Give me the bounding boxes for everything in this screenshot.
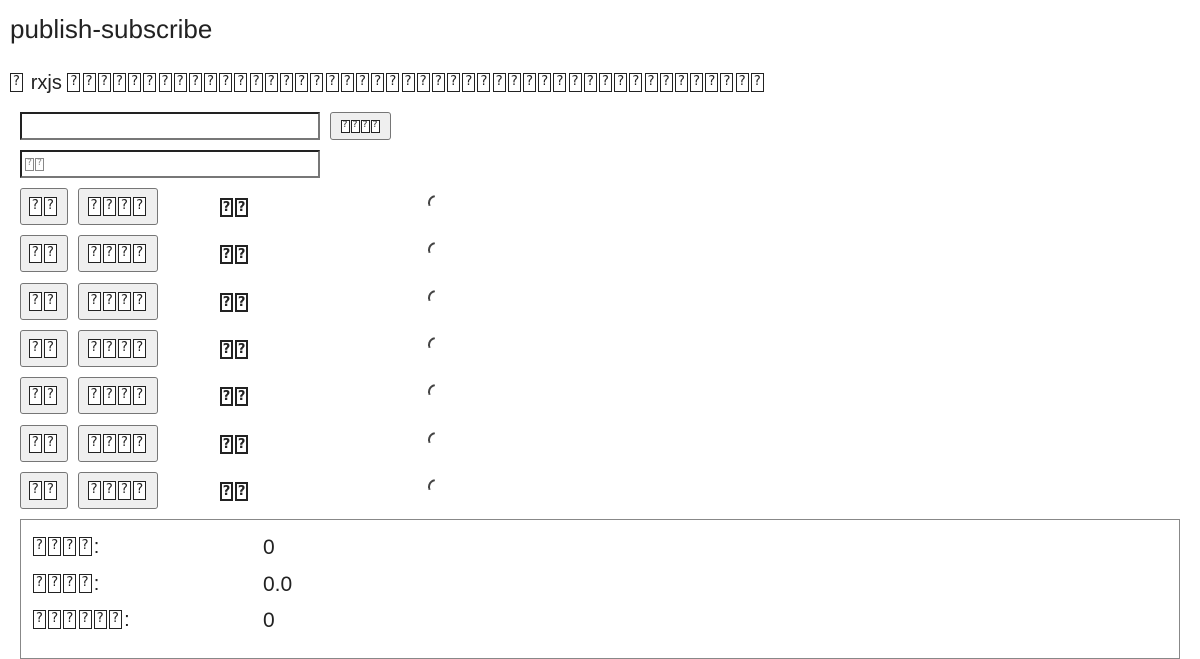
subscribe-button[interactable] bbox=[20, 235, 68, 273]
publish-button-label bbox=[340, 119, 381, 134]
subscribe-button[interactable] bbox=[20, 282, 68, 320]
unsubscribe-button[interactable] bbox=[78, 282, 158, 320]
stats-panel: : 0 : 0.0 : 0 bbox=[20, 519, 1180, 659]
subscribe-button-label bbox=[28, 291, 59, 311]
subscribe-button-label bbox=[28, 338, 59, 358]
unsubscribe-button-label bbox=[87, 386, 149, 406]
unsubscribe-button[interactable] bbox=[78, 235, 158, 273]
loading-spinner-icon bbox=[427, 194, 446, 213]
page-title: publish-subscribe bbox=[10, 14, 213, 44]
subscriber-status bbox=[220, 387, 250, 408]
subscriber-status bbox=[220, 245, 250, 266]
subscriber-row bbox=[0, 471, 1200, 510]
stat-label: : bbox=[33, 536, 99, 559]
unsubscribe-button-label bbox=[87, 291, 149, 311]
subscribe-button-label bbox=[28, 244, 59, 264]
subscriber-row bbox=[0, 188, 1200, 226]
unsubscribe-button-label bbox=[87, 338, 149, 358]
name-input[interactable] bbox=[20, 150, 320, 178]
description-prefix bbox=[10, 72, 25, 94]
subscribe-button-label bbox=[28, 197, 59, 216]
unsubscribe-button-label bbox=[87, 244, 149, 264]
stat-value: 0 bbox=[263, 609, 275, 632]
loading-spinner-icon bbox=[427, 288, 446, 307]
subscriber-row bbox=[0, 329, 1200, 368]
stat-row-subscribers: : 0 bbox=[33, 609, 433, 639]
unsubscribe-button[interactable] bbox=[78, 188, 158, 225]
unsubscribe-button[interactable] bbox=[78, 424, 158, 462]
subscribe-button[interactable] bbox=[20, 329, 68, 367]
message-input[interactable] bbox=[20, 112, 320, 140]
stat-label: : bbox=[33, 609, 130, 632]
subscriber-status bbox=[220, 434, 250, 456]
loading-spinner-icon bbox=[427, 241, 446, 260]
subscribe-button[interactable] bbox=[20, 471, 68, 509]
unsubscribe-button-label bbox=[87, 197, 149, 216]
subscribe-button[interactable] bbox=[20, 424, 68, 462]
description-keyword: rxjs bbox=[30, 72, 62, 94]
stat-value: 0 bbox=[263, 536, 275, 559]
subscribe-button-label bbox=[28, 386, 59, 406]
subscriber-status bbox=[220, 481, 250, 503]
stat-label: : bbox=[33, 573, 99, 596]
subscriber-row bbox=[0, 235, 1200, 273]
subscribe-button[interactable] bbox=[20, 188, 68, 225]
loading-spinner-icon bbox=[427, 478, 446, 497]
subscribe-button-label bbox=[28, 480, 59, 500]
subscriber-row bbox=[0, 424, 1200, 463]
stat-row-average: : 0.0 bbox=[33, 573, 433, 603]
loading-spinner-icon bbox=[427, 383, 446, 402]
loading-spinner-icon bbox=[427, 430, 446, 449]
subscriber-row bbox=[0, 377, 1200, 415]
subscribe-button[interactable] bbox=[20, 377, 68, 415]
subscriber-status bbox=[220, 292, 250, 314]
unsubscribe-button[interactable] bbox=[78, 471, 158, 509]
description-text bbox=[67, 72, 766, 94]
subscriber-status bbox=[220, 339, 250, 361]
name-input-placeholder bbox=[25, 157, 45, 172]
subscriber-status bbox=[220, 198, 250, 219]
unsubscribe-button[interactable] bbox=[78, 377, 158, 415]
stat-value: 0.0 bbox=[263, 573, 293, 596]
stat-row-received: : 0 bbox=[33, 536, 433, 566]
unsubscribe-button-label bbox=[87, 433, 149, 453]
subscriber-row bbox=[0, 282, 1200, 321]
subscribe-button-label bbox=[28, 433, 59, 453]
publish-button[interactable] bbox=[330, 112, 391, 140]
unsubscribe-button[interactable] bbox=[78, 329, 158, 367]
loading-spinner-icon bbox=[427, 336, 446, 355]
unsubscribe-button-label bbox=[87, 480, 149, 500]
page-description: rxjs bbox=[10, 72, 766, 95]
